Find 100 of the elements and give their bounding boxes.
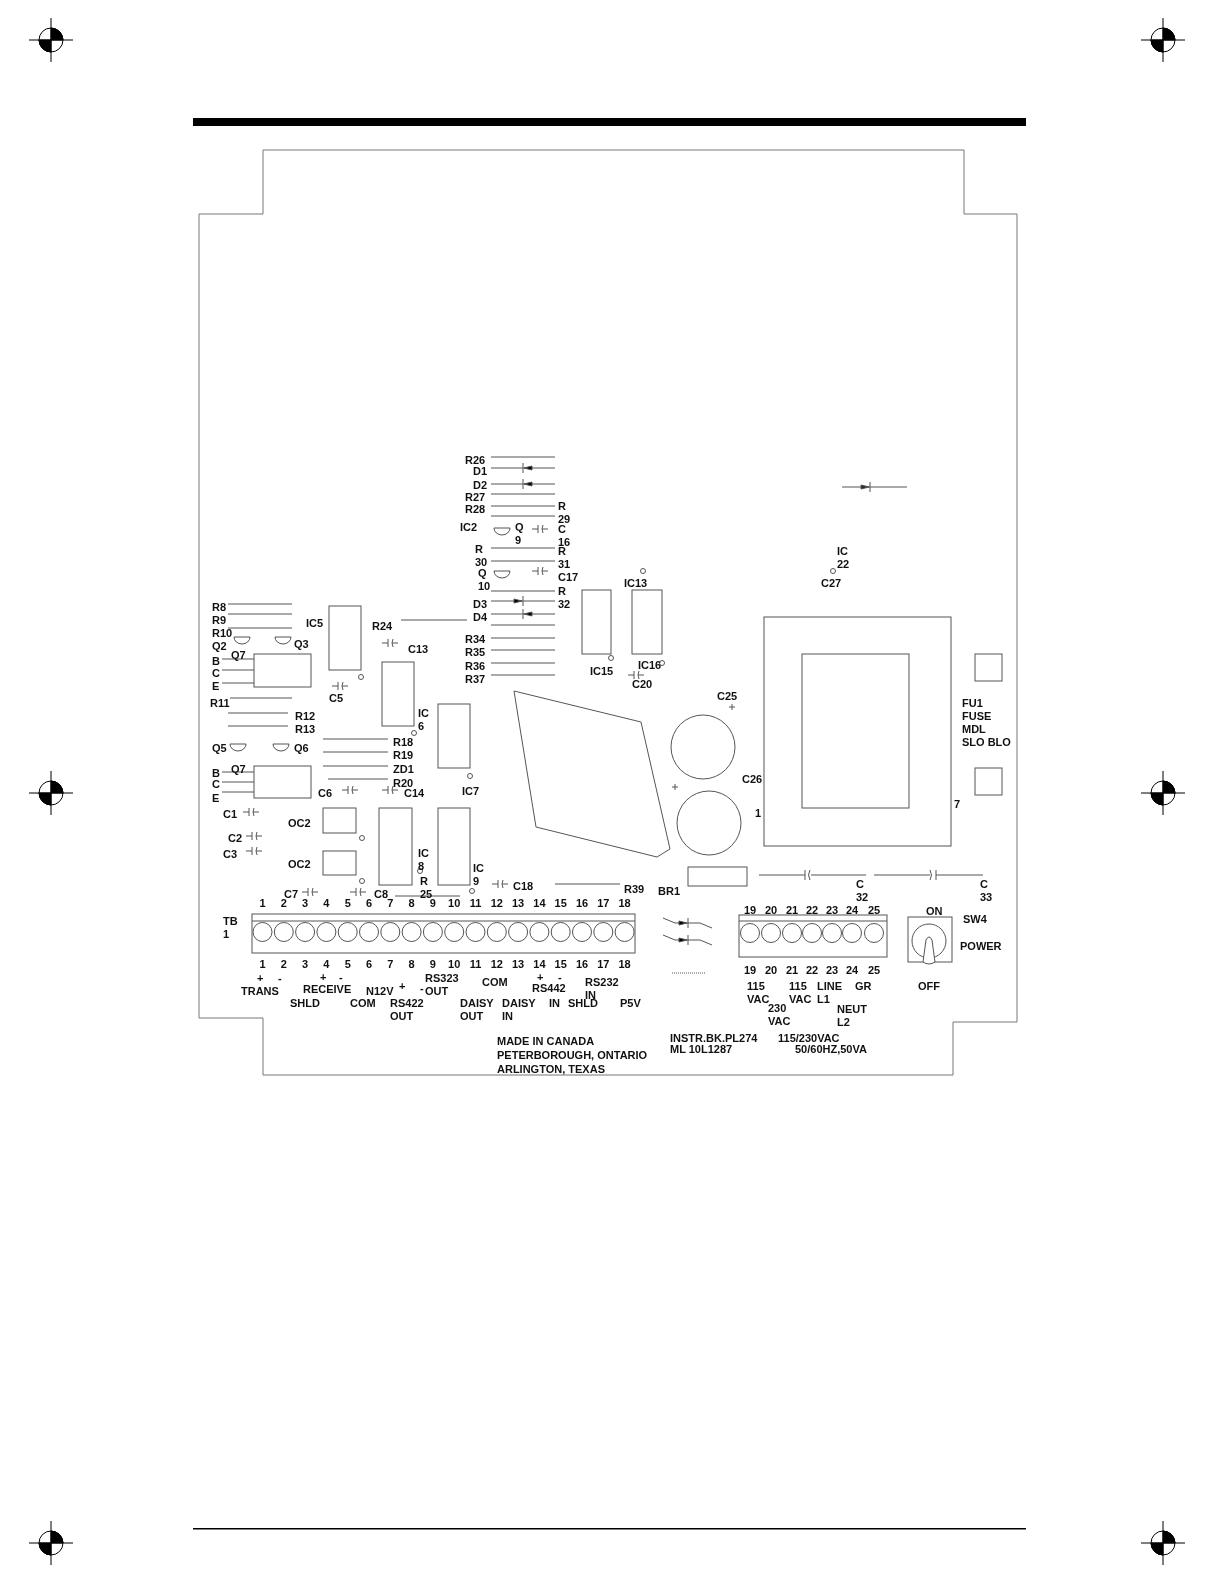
part-label: Q 10 (478, 567, 491, 592)
part-label: 5 (344, 958, 351, 971)
part-label: RS323 OUT (425, 972, 459, 997)
part-label: 10 (448, 958, 461, 971)
part-label: PETERBOROUGH, ONTARIO (497, 1049, 648, 1062)
part-label: 20 (764, 904, 778, 917)
part-label: - (278, 972, 282, 985)
part-label: DAISY IN (502, 997, 536, 1022)
part-label: R12 (295, 710, 316, 723)
part-label: 11 (469, 958, 482, 971)
part-label: 115/230VAC (778, 1032, 840, 1045)
part-label: IC 9 (473, 862, 484, 887)
part-label: C (212, 778, 220, 791)
part-label: DAISY OUT (460, 997, 494, 1022)
part-label: 8 (408, 958, 415, 971)
part-label: C 32 (856, 878, 869, 903)
part-label: 8 (408, 897, 415, 910)
part-label: OC2 (288, 817, 311, 830)
part-label: IC5 (306, 617, 324, 630)
part-label: R8 (212, 601, 227, 614)
part-label: 20 (764, 964, 778, 977)
part-label: BR1 (658, 885, 680, 898)
part-label: C20 (632, 678, 653, 691)
part-label: IC 6 (418, 707, 429, 732)
part-label: SHLD (290, 997, 320, 1010)
part-label: 3 (302, 958, 309, 971)
part-label: - (558, 971, 562, 984)
part-label: + (399, 980, 406, 993)
part-label: Q5 (212, 742, 227, 755)
part-label: 21 (785, 904, 799, 917)
part-label: IC7 (462, 785, 480, 798)
part-label: 24 (845, 964, 859, 977)
part-label: ARLINGTON, TEXAS (497, 1063, 605, 1076)
part-label: ML 10L1287 (670, 1043, 733, 1056)
part-label: C6 (318, 787, 333, 800)
part-label: 12 (490, 958, 503, 971)
part-label: 22 (805, 964, 819, 977)
part-label: IC2 (460, 521, 478, 534)
part-label: R 31 (558, 545, 571, 570)
part-label: 4 (323, 897, 330, 910)
part-label: SW4 (963, 913, 987, 926)
part-label: 1 (259, 897, 266, 910)
part-label: C 16 (558, 523, 571, 548)
part-label: GR (855, 980, 872, 993)
part-label: 25 (867, 904, 881, 917)
part-label: 17 (597, 958, 610, 971)
part-label: C13 (408, 643, 429, 656)
part-label: 10 (448, 897, 461, 910)
part-label: D3 (473, 598, 488, 611)
part-label: C26 (742, 773, 763, 786)
part-label: 6 (365, 958, 373, 971)
part-label: C14 (404, 787, 425, 800)
part-label: R20 (393, 777, 414, 789)
part-label: 19 (743, 964, 757, 977)
part-label: D1 (473, 465, 488, 478)
part-label: IN (549, 997, 560, 1010)
part-label: R26 (465, 454, 486, 467)
part-label: IC 8 (418, 847, 429, 872)
part-label: C17 (558, 571, 579, 584)
part-label: 24 (845, 904, 859, 917)
part-label: R18 (393, 736, 414, 749)
part-label: + (537, 971, 544, 984)
part-label: 1 (259, 958, 266, 971)
part-label: R39 (624, 883, 645, 896)
part-label: 13 (511, 897, 525, 910)
part-label: IC13 (624, 577, 648, 590)
part-label: 2 (280, 958, 287, 971)
part-label: C5 (329, 692, 344, 705)
part-label: INSTR.BK.PL274 (670, 1032, 758, 1045)
part-label: MADE IN CANADA (497, 1035, 595, 1048)
part-label: RECEIVE (303, 983, 352, 996)
part-label: 7 (387, 897, 394, 910)
part-label: 23 (825, 964, 839, 977)
part-label: 19 (743, 904, 757, 917)
part-label: 50/60HZ,50VA (795, 1043, 867, 1056)
part-label: E (212, 792, 220, 805)
part-label: FUSE (962, 710, 992, 723)
part-label: 15 (554, 897, 567, 910)
part-label: C25 (717, 690, 738, 703)
part-label: POWER (960, 940, 1002, 953)
part-label: R 25 (420, 875, 433, 900)
part-label: IC16 (638, 659, 662, 672)
part-label: 7 (954, 798, 961, 811)
part-label: - (339, 971, 343, 984)
part-label: C (212, 667, 220, 680)
part-label: C 33 (980, 878, 993, 903)
part-label: 115 VAC (747, 980, 770, 1005)
part-label: 9 (429, 897, 436, 910)
part-label: 18 (618, 958, 631, 971)
part-label: LINE L1 (817, 980, 843, 1005)
part-label: R37 (465, 673, 486, 686)
part-label: 13 (511, 958, 525, 971)
part-label: 22 (805, 904, 819, 917)
part-label: R35 (465, 646, 486, 659)
part-label: SLO BLO (962, 736, 1011, 749)
part-label: E (212, 680, 220, 693)
part-label: Q2 (212, 640, 227, 653)
part-label: 7 (387, 958, 394, 971)
part-label: 23 (825, 904, 839, 917)
part-label: RS422 OUT (390, 997, 424, 1022)
